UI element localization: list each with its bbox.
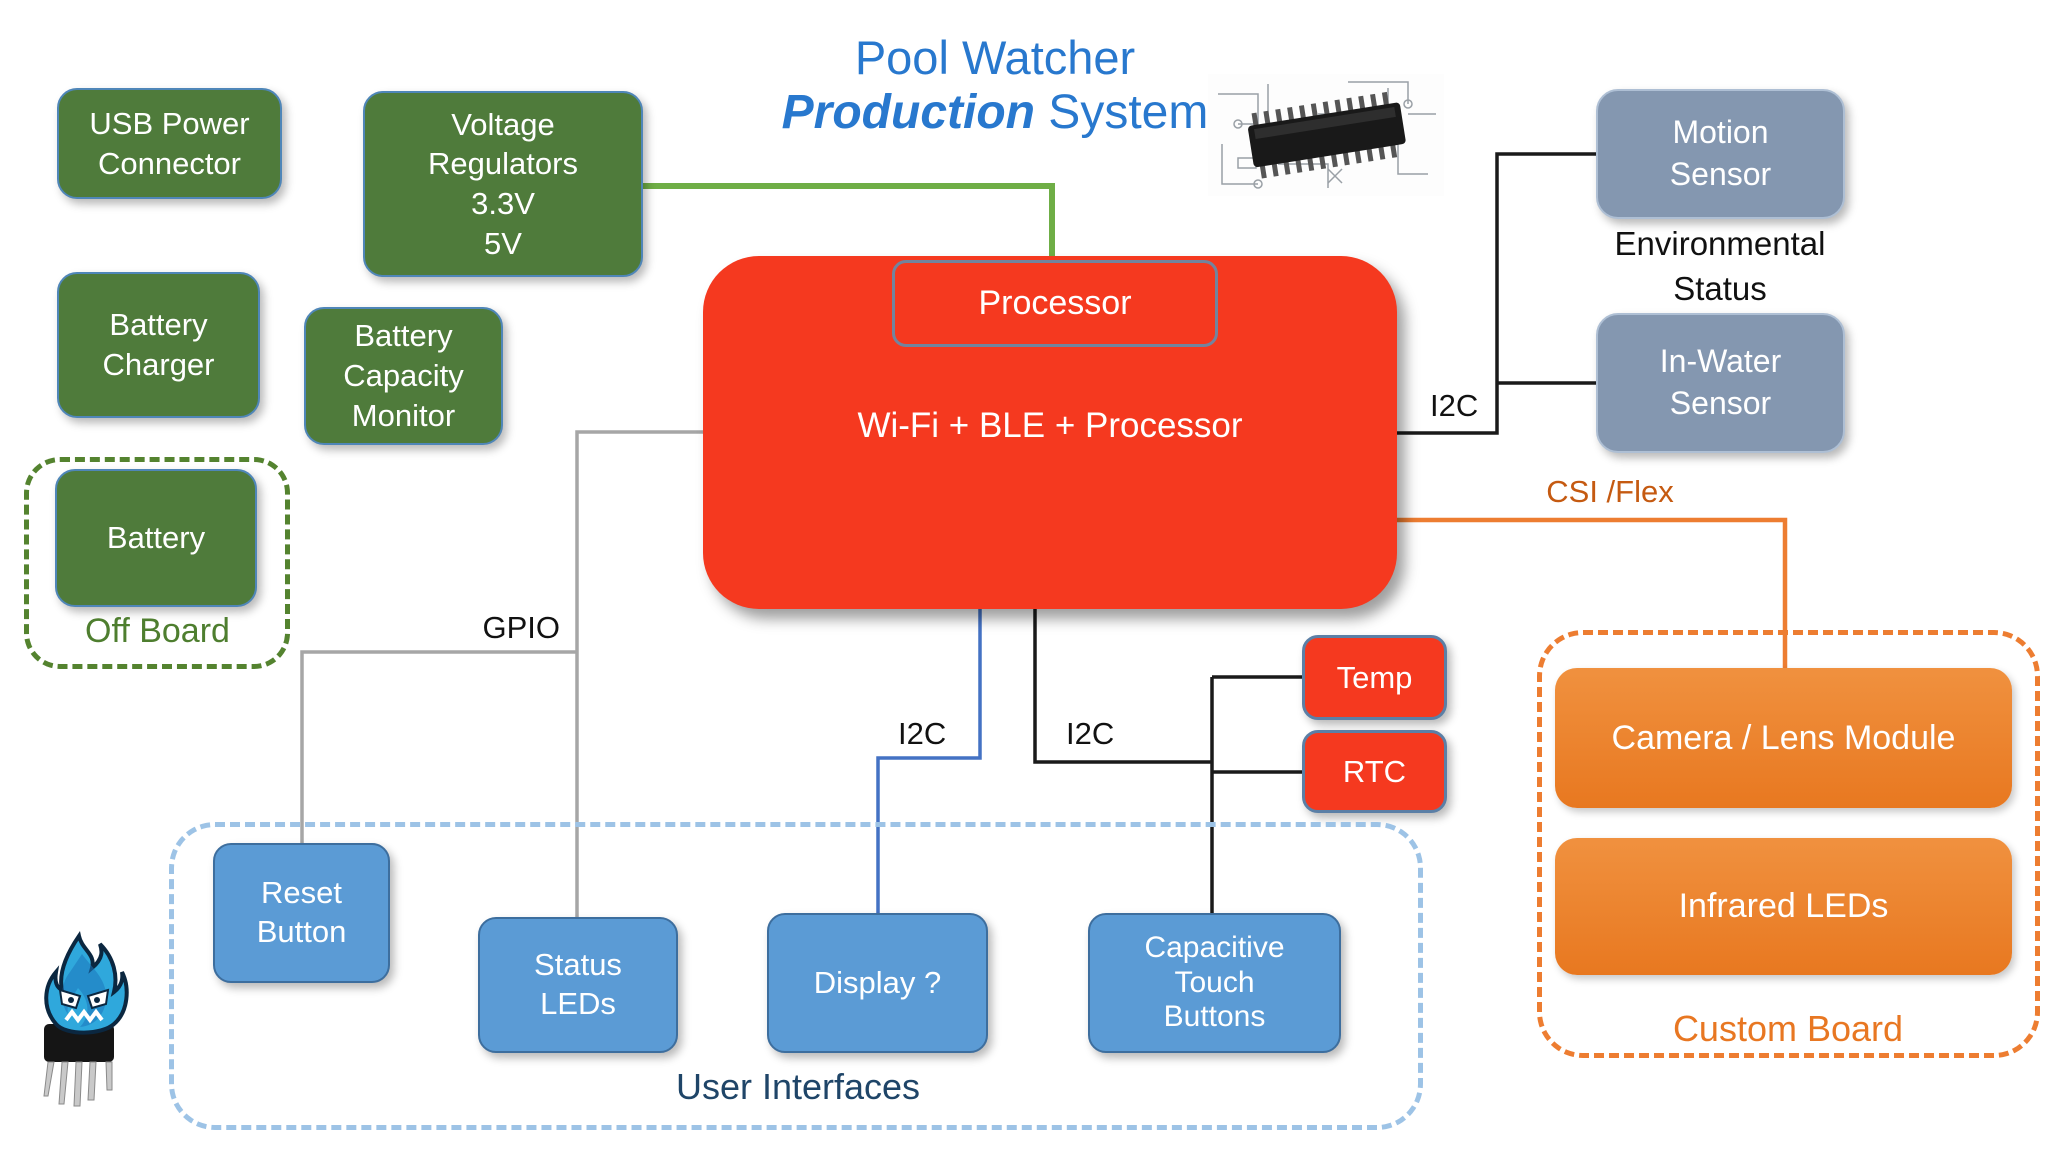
infrared-leds-label: Infrared LEDs [1678, 887, 1889, 925]
motion-sensor-box: Motion Sensor [1596, 89, 1845, 219]
battery-label: Battery [106, 520, 206, 556]
processor-body-text: Wi-Fi + BLE + Processor [857, 406, 1243, 445]
title-line2: Production System [735, 85, 1255, 142]
processor-module-box: Processor Wi-Fi + BLE + Processor [703, 256, 1397, 609]
battery-charger-label: Battery Charger [102, 307, 215, 382]
page-title: Pool Watcher Production System [735, 30, 1255, 142]
processor-label-box: Processor [892, 260, 1218, 347]
rtc-label: RTC [1342, 753, 1407, 789]
line-i2c-sensors [1397, 152, 1596, 435]
camera-lens-module-label: Camera / Lens Module [1611, 718, 1956, 757]
line-i2c-display [876, 609, 982, 913]
temp-sensor-label: Temp [1336, 659, 1413, 695]
battery-capacity-monitor-box: Battery Capacity Monitor [304, 307, 503, 445]
camera-lens-module-box: Camera / Lens Module [1555, 668, 2012, 808]
custom-board-caption: Custom Board [1672, 1008, 1904, 1049]
in-water-sensor-label: In-Water Sensor [1659, 343, 1782, 421]
voltage-regulators-label: Voltage Regulators 3.3V 5V [428, 106, 578, 261]
line-power [643, 183, 1055, 260]
battery-charger-box: Battery Charger [57, 272, 260, 418]
line-gpio-trunk [575, 430, 703, 917]
line-gpio-branch [300, 650, 577, 845]
status-leds-label: Status LEDs [534, 947, 622, 1021]
gpio-label: GPIO [482, 610, 560, 645]
user-interfaces-caption: User Interfaces [675, 1066, 921, 1107]
capacitive-touch-buttons-label: Capacitive Touch Buttons [1144, 931, 1285, 1034]
reset-button-box: Reset Button [213, 843, 390, 983]
voltage-regulators-box: Voltage Regulators 3.3V 5V [363, 91, 643, 277]
motion-sensor-label: Motion Sensor [1669, 114, 1772, 192]
usb-power-connector-label: USB Power Connector [89, 105, 250, 181]
battery-box: Battery [55, 469, 257, 607]
capacitive-touch-buttons-box: Capacitive Touch Buttons [1088, 913, 1341, 1053]
display-label: Display ? [813, 964, 942, 1000]
title-line1: Pool Watcher [854, 31, 1136, 84]
i2c-sensors-label: I2C [1430, 388, 1479, 423]
chip-photo-image [1208, 74, 1444, 196]
off-board-frame [24, 457, 290, 669]
title-production: Production [781, 86, 1035, 140]
title-system: System [1034, 86, 1209, 140]
line-csi [1397, 517, 1788, 668]
in-water-sensor-box: In-Water Sensor [1596, 313, 1845, 453]
processor-label-text: Processor [978, 284, 1132, 322]
i2c-peripherals-label: I2C [1066, 716, 1115, 751]
flame-chip-logo [22, 928, 142, 1108]
csi-flex-label: CSI /Flex [1546, 474, 1674, 509]
reset-button-label: Reset Button [256, 875, 347, 949]
display-box: Display ? [767, 913, 988, 1053]
i2c-display-label: I2C [898, 716, 947, 751]
environmental-status-caption: Environmental Status [1614, 225, 1826, 307]
off-board-caption: Off Board [85, 612, 230, 650]
infrared-leds-box: Infrared LEDs [1555, 838, 2012, 975]
status-leds-box: Status LEDs [478, 917, 678, 1053]
battery-capacity-monitor-label: Battery Capacity Monitor [343, 318, 464, 433]
custom-board-frame [1537, 630, 2040, 1058]
user-interfaces-frame [169, 822, 1423, 1130]
rtc-box: RTC [1302, 730, 1447, 813]
usb-power-connector-box: USB Power Connector [57, 88, 282, 199]
line-i2c-peripherals [1033, 609, 1212, 764]
temp-sensor-box: Temp [1302, 635, 1447, 720]
